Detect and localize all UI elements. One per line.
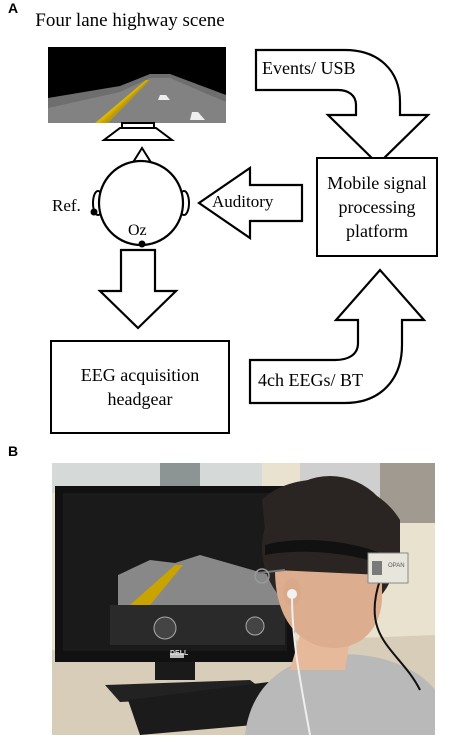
device-text: OPAN: [388, 563, 405, 569]
platform-line-3: platform: [346, 221, 408, 241]
head-diagram: [90, 146, 190, 248]
person: [245, 476, 435, 735]
platform-line-1: Mobile signal: [327, 173, 427, 193]
ref-label: Ref.: [52, 196, 81, 215]
events-usb-label: Events/ USB: [262, 58, 356, 78]
oz-label: Oz: [128, 222, 147, 239]
platform-box: Mobile signal processing platform: [316, 157, 438, 257]
monitor-brand: DELL: [170, 650, 189, 657]
scene-title: Four lane highway scene: [35, 10, 225, 31]
eeg-line-2: headgear: [107, 389, 173, 409]
auditory-arrow: [197, 165, 304, 241]
panel-a-label: A: [8, 0, 19, 16]
down-arrow: [97, 248, 179, 330]
panel-b-label: B: [8, 443, 19, 459]
eeg-bt-arrow: [248, 268, 427, 405]
eeg-line-1: EEG acquisition: [80, 365, 200, 385]
eeg-bt-label: 4ch EEGs/ BT: [258, 370, 363, 390]
screen-stand: [101, 122, 175, 141]
oz-electrode: [138, 240, 146, 248]
monitor: [55, 486, 295, 702]
platform-line-2: processing: [338, 197, 416, 217]
road-center-line: [95, 80, 148, 123]
eeg-device: [367, 552, 409, 584]
ref-electrode: [90, 208, 98, 216]
eeg-headgear-box: EEG acquisition headgear: [50, 340, 230, 434]
auditory-label: Auditory: [212, 192, 274, 211]
highway-screen: [48, 47, 226, 123]
events-usb-arrow: [254, 48, 431, 166]
